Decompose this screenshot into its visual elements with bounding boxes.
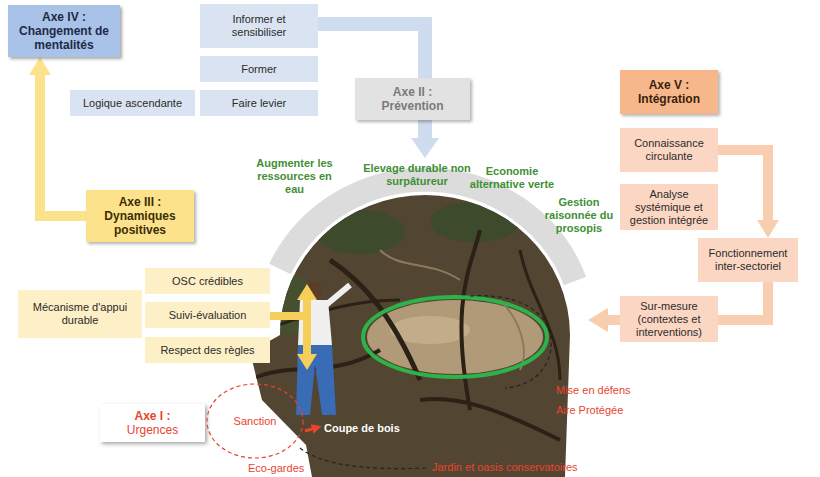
action-box: Fonctionnement inter-sectoriel: [698, 238, 798, 282]
action-box: OSC crédibles: [145, 268, 270, 294]
photo: [230, 180, 590, 477]
person-head: [306, 282, 322, 298]
dashed-arc: [470, 296, 551, 388]
node-text: Sanction: [234, 415, 277, 428]
node-text: Suivi-évaluation: [169, 309, 247, 322]
node-text: Sur-mesure (contextes et interventions): [625, 300, 713, 339]
measure-label: Mise en défens: [556, 384, 646, 397]
green-label: Augmenter les ressources en eau: [252, 157, 337, 196]
node-text: OSC crédibles: [172, 275, 243, 288]
green-label: Elevage durable non surpâtureur: [362, 162, 472, 188]
node-text: Logique ascendante: [83, 97, 182, 110]
action-box: Analyse systémique et gestion intégrée: [620, 184, 718, 230]
node-text: Connaissance circulante: [625, 137, 713, 163]
action-box: Suivi-évaluation: [145, 302, 270, 328]
dashed-arc: [300, 448, 426, 469]
action-box: Logique ascendante: [70, 90, 195, 116]
node-text: Analyse systémique et gestion intégrée: [625, 188, 713, 227]
action-box: Respect des règles: [145, 337, 270, 363]
axis-box: Axe III :Dynamiques positives: [86, 190, 194, 242]
action-box: Faire levier: [200, 90, 318, 116]
photo-ground: [230, 180, 590, 477]
flow-arrow: [718, 150, 768, 220]
action-box: Mécanisme d'appui durable: [18, 290, 142, 338]
node-text: Dynamiques positives: [91, 209, 189, 237]
action-box: Connaissance circulante: [620, 128, 718, 172]
protected-area-ring: [363, 297, 547, 377]
node-text: Fonctionnement inter-sectoriel: [703, 247, 793, 273]
node-text: Changement de mentalités: [13, 24, 115, 52]
node-text: Axe V :: [649, 78, 690, 92]
action-box: Sur-mesure (contextes et interventions): [620, 296, 718, 342]
axis-box: Axe IV :Changement de mentalités: [8, 5, 120, 57]
person-arm: [326, 285, 350, 305]
sanction-arrow: [305, 429, 312, 431]
axis-box: Axe I :Urgences: [100, 404, 205, 442]
node-text: Informer et sensibiliser: [205, 13, 313, 39]
dynamics-arrow: [303, 300, 311, 354]
measure-label: Eco-gardes: [248, 462, 318, 475]
twig: [380, 250, 460, 280]
dashed-circle: [207, 384, 303, 458]
node-text: Intégration: [638, 92, 700, 106]
node-text: Faire levier: [232, 97, 286, 110]
bare-ground: [367, 300, 543, 374]
node-text: Prévention: [381, 99, 443, 113]
person-jeans: [296, 345, 336, 415]
branch: [330, 260, 420, 380]
node-text: Axe II :: [393, 85, 432, 99]
foliage: [315, 210, 405, 254]
measure-label: Jardin et oasis conservatoires: [432, 461, 602, 474]
axis-box: Axe II :Prévention: [355, 78, 470, 120]
node-text: Urgences: [127, 423, 178, 437]
action-box: Former: [200, 56, 318, 82]
photo-label: Coupe de bois: [324, 422, 414, 435]
node-text: Axe III :: [119, 195, 162, 209]
node-text: Axe IV :: [42, 10, 86, 24]
dynamics-arrow: [270, 312, 303, 320]
green-label: Economie alternative verte: [462, 165, 562, 191]
green-label: Gestion raisonnée du prosopis: [540, 196, 618, 235]
foliage: [430, 202, 520, 242]
node-text: Axe I :: [134, 409, 170, 423]
branch: [461, 230, 480, 410]
node-text: Mécanisme d'appui durable: [23, 301, 137, 327]
branch: [420, 399, 560, 440]
measure-label: Aire Protégée: [556, 404, 646, 417]
action-box: Informer et sensibiliser: [200, 4, 318, 48]
sanction-circle: Sanction: [205, 382, 305, 460]
axis-box: Axe V :Intégration: [620, 70, 718, 114]
node-text: Respect des règles: [160, 344, 254, 357]
node-text: Former: [241, 63, 276, 76]
